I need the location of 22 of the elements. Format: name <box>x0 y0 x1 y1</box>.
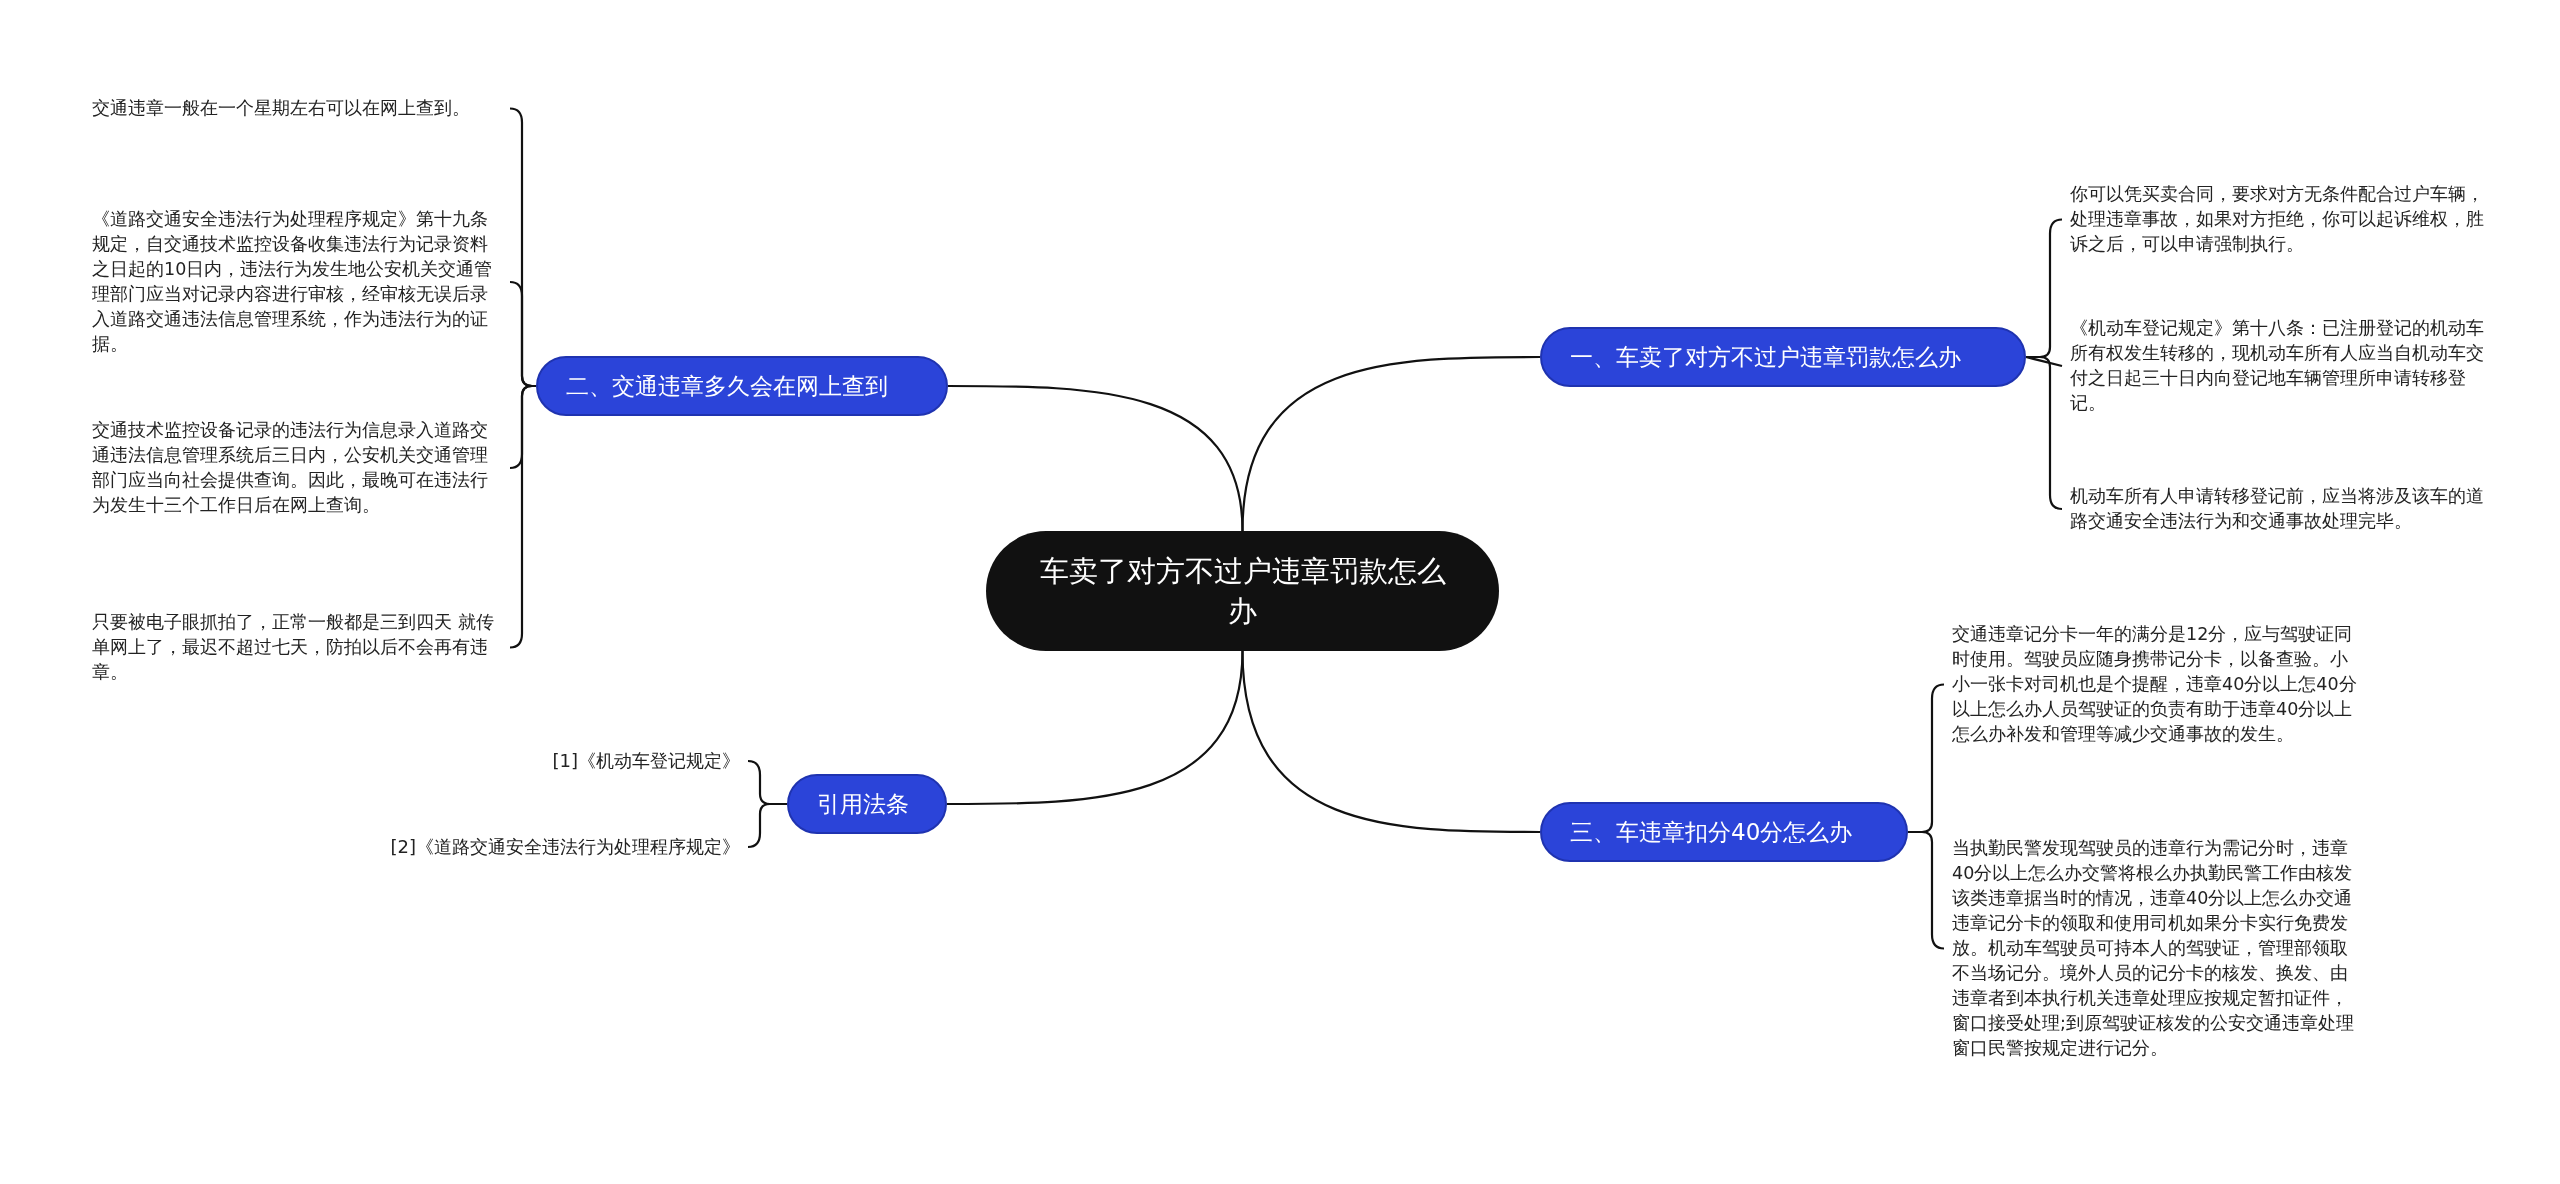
connector-line <box>1908 830 1945 950</box>
note-text: 当执勤民警发现驾驶员的违章行为需记分时，违章40分以上怎么办交警将根么办执勤民警工作由核发该类违章据当时的情况，违章40分以上怎么办交通违章记分卡的领取和使用司机如果分卡实行免费发放。机动车驾驶员可持本人的驾驶证，管理部领取不当场记分。境外人员的记分卡的核发、换发、由违章者到本执行机关违章处理应按规定暂扣证件，窗口接受处理;到原驾驶证核发的公安交通违章处理窗口民警按规定进行记分。 <box>1952 836 2362 1061</box>
connector-line <box>747 802 787 849</box>
connector-line <box>2025 355 2063 368</box>
note-text: 交通技术监控设备记录的违法行为信息录入道路交通违法信息管理系统后三日内，公安机关交通管理部门应当向社会提供查询。因此，最晚可在违法行为发生十三个工作日后在网上查询。 <box>92 418 502 518</box>
central-topic: 车卖了对方不过户违章罚款怎么办 <box>986 531 1499 651</box>
connector-line <box>1241 650 1540 834</box>
topic-pill: 三、车违章扣分40分怎么办 <box>1540 802 1908 862</box>
note-text: 只要被电子眼抓拍了，正常一般都是三到四天 就传单网上了，最迟不超过七天，防拍以后不会再有违章。 <box>92 610 502 685</box>
topic-pill: 一、车卖了对方不过户违章罚款怎么办 <box>1540 327 2026 387</box>
note-text: 《机动车登记规定》第十八条：已注册登记的机动车所有权发生转移的，现机动车所有人应当自机动车交付之日起三十日内向登记地车辆管理所申请转移登记。 <box>2070 316 2490 416</box>
note-text: 《道路交通安全违法行为处理程序规定》第十九条规定，自交通技术监控设备收集违法行为记录资料之日起的10日内，违法行为发生地公安机关交通管理部门应当对记录内容进行审核，经审核无误后录入道路交通违法信息管理系统，作为违法行为的证据。 <box>92 207 502 357</box>
topic-pill: 二、交通违章多久会在网上查到 <box>536 356 948 416</box>
reference-text: [2]《道路交通安全违法行为处理程序规定》 <box>300 834 740 860</box>
topic-pill: 引用法条 <box>787 774 947 834</box>
note-text: 交通违章一般在一个星期左右可以在网上查到。 <box>92 96 502 121</box>
reference-text: [1]《机动车登记规定》 <box>400 748 740 774</box>
note-text: 机动车所有人申请转移登记前，应当将涉及该车的道路交通安全违法行为和交通事故处理完毕。 <box>2070 484 2490 534</box>
note-text: 你可以凭买卖合同，要求对方无条件配合过户车辆，处理违章事故，如果对方拒绝，你可以起诉维权，胜诉之后，可以申请强制执行。 <box>2070 182 2490 257</box>
connector-line <box>2026 355 2063 511</box>
connector-line <box>1241 355 1540 532</box>
note-text: 交通违章记分卡一年的满分是12分，应与驾驶证同时使用。驾驶员应随身携带记分卡，以备查验。小小一张卡对司机也是个提醒，违章40分以上怎40分以上怎么办人员驾驶证的负责有助于违章40分以上怎么办补发和管理等减少交通事故的发生。 <box>1952 622 2362 747</box>
